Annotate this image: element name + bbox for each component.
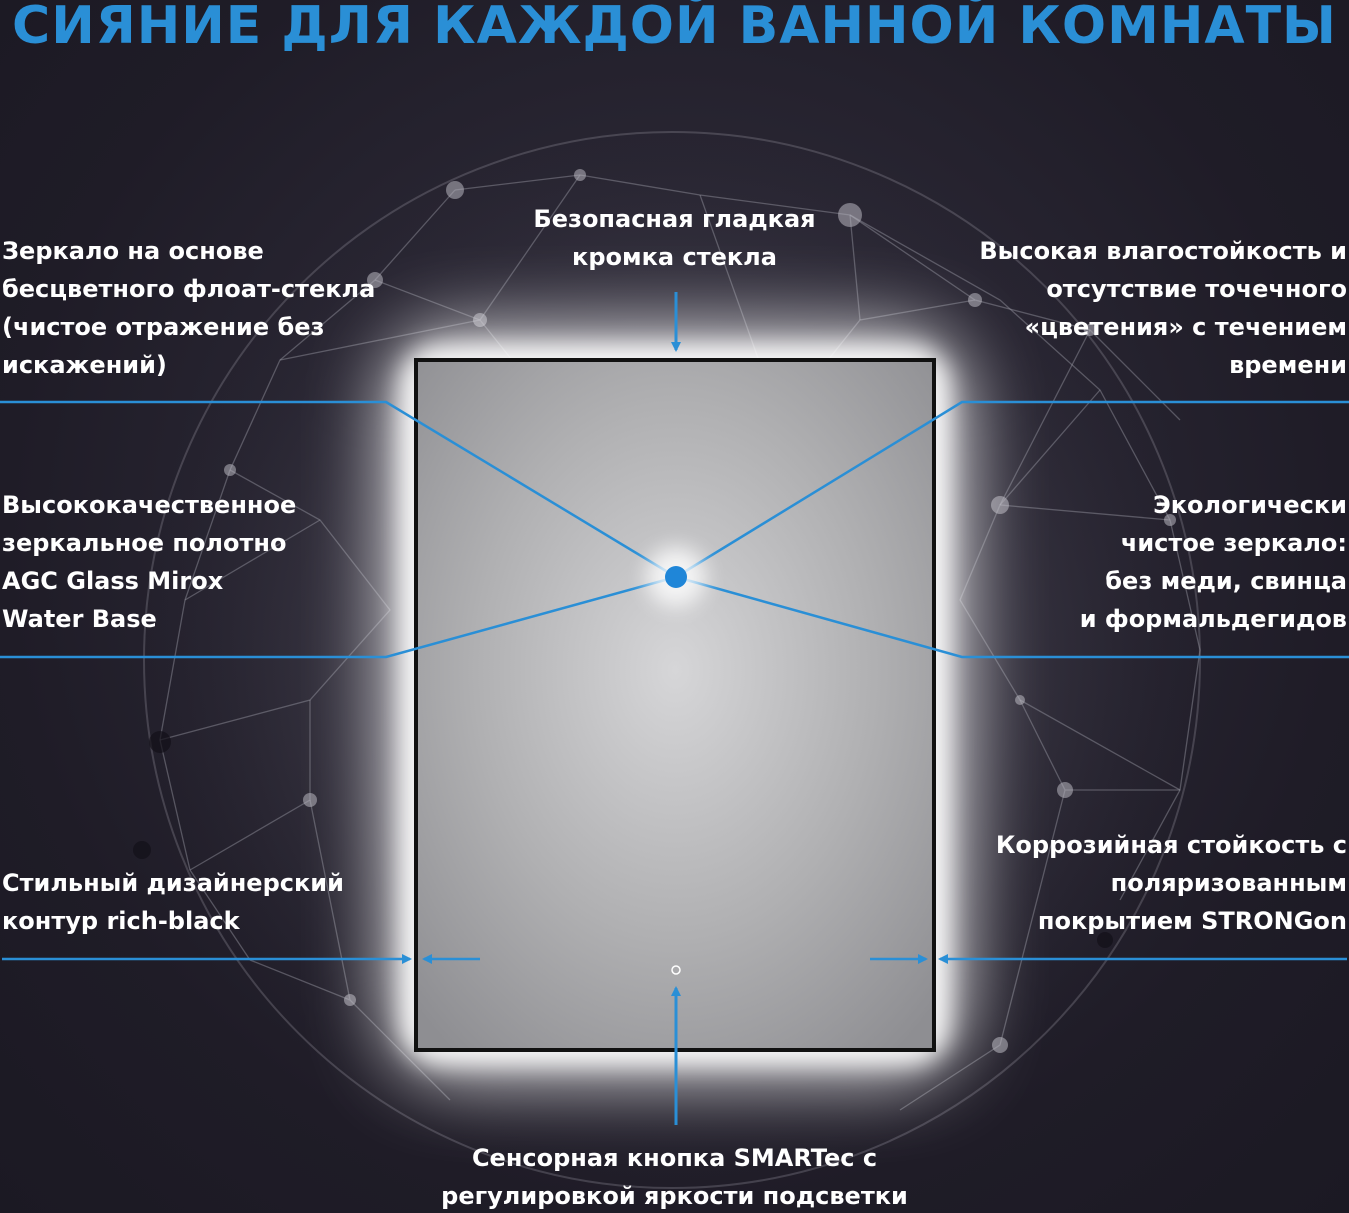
feature-line: Сенсорная кнопка SMARTec с	[471, 1144, 878, 1172]
feature-line: зеркальное полотно	[2, 529, 287, 557]
feature-line: кромка стекла	[572, 243, 777, 271]
feature-line: (чистое отражение без	[2, 313, 325, 341]
feature-line: без меди, свинца	[1105, 567, 1347, 595]
feature-line: Высокая влагостойкость и	[979, 237, 1347, 265]
feature-line: AGC Glass Mirox	[2, 567, 224, 595]
mirror	[414, 358, 936, 1052]
feature-line: покрытием STRONGon	[1037, 907, 1347, 935]
feature-line: времени	[1229, 351, 1347, 379]
feature-sensor: Сенсорная кнопка SMARTec с регулировкой …	[0, 1139, 1349, 1213]
feature-float-glass: Зеркало на основе бесцветного флоат-стек…	[2, 232, 375, 384]
callout-lines	[0, 400, 1349, 659]
feature-line: контур rich-black	[2, 907, 240, 935]
feature-contour: Стильный дизайнерский контур rich-black	[2, 864, 344, 940]
feature-edge: Безопасная гладкая кромка стекла	[0, 200, 1349, 276]
network-nodes	[224, 169, 1176, 1053]
feature-corrosion: Коррозийная стойкость с поляризованным п…	[996, 826, 1347, 940]
feature-line: Water Base	[2, 605, 157, 633]
feature-line: Безопасная гладкая	[533, 205, 816, 233]
feature-line: Зеркало на основе	[2, 237, 264, 265]
feature-line: «цветения» с течением	[1024, 313, 1347, 341]
feature-mirror-sheet: Высококачественное зеркальное полотно AG…	[2, 486, 296, 638]
touch-button-icon	[671, 965, 681, 975]
feature-line: поляризованным	[1110, 869, 1347, 897]
feature-line: Коррозийная стойкость с	[995, 831, 1347, 859]
page-title: СИЯНИЕ ДЛЯ КАЖДОЙ ВАННОЙ КОМНАТЫ	[12, 0, 1337, 56]
feature-eco: Экологически чистое зеркало: без меди, с…	[1080, 486, 1347, 638]
feature-line: искажений)	[2, 351, 167, 379]
feature-line: Высококачественное	[2, 491, 297, 519]
center-point	[665, 566, 687, 588]
feature-line: отсутствие точечного	[1046, 275, 1347, 303]
feature-line: чистое зеркало:	[1120, 529, 1347, 557]
feature-line: и формальдегидов	[1079, 605, 1347, 633]
feature-moisture: Высокая влагостойкость и отсутствие точе…	[979, 232, 1347, 384]
feature-line: Экологически	[1153, 491, 1347, 519]
feature-line: регулировкой яркости подсветки	[441, 1182, 908, 1210]
feature-line: бесцветного флоат-стекла	[2, 275, 376, 303]
feature-line: Стильный дизайнерский	[2, 869, 344, 897]
